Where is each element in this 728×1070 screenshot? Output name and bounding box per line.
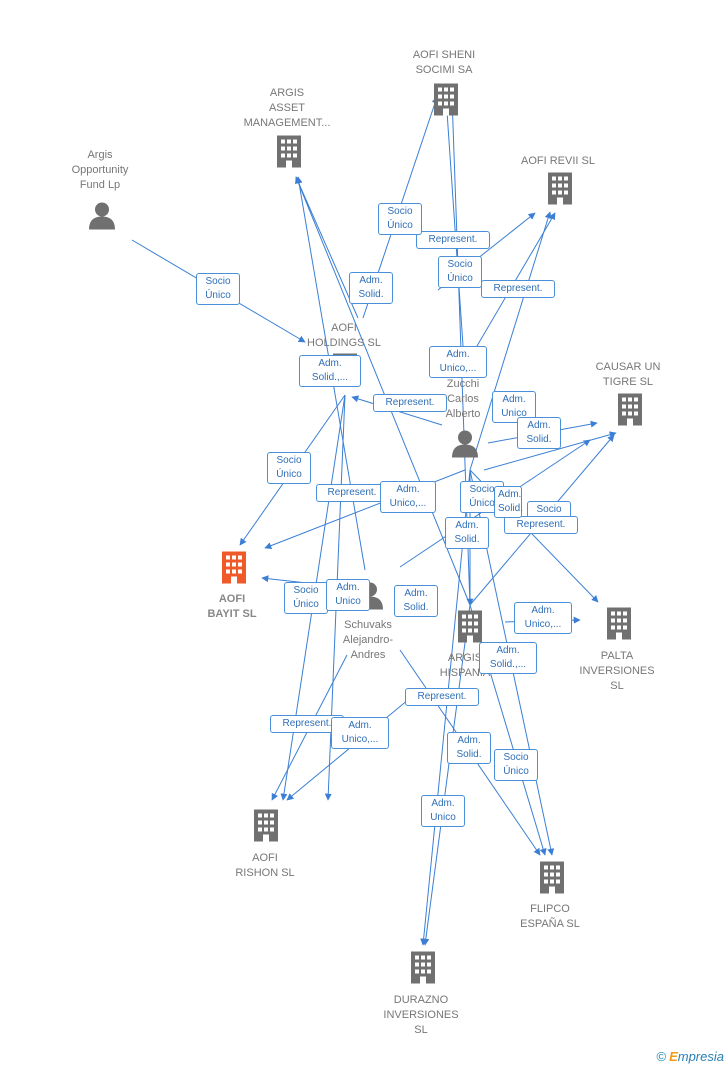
edge-label[interactable]: Adm. Solid. xyxy=(494,486,523,518)
edge-label[interactable]: Adm. Solid. xyxy=(447,732,491,764)
node-label-argis-fund[interactable]: Argis Opportunity Fund Lp xyxy=(71,149,129,191)
node-label-palta[interactable]: PALTA INVERSIONES SL xyxy=(579,650,655,692)
node-label-argis-asset[interactable]: ARGIS ASSET MANAGEMENT... xyxy=(243,87,331,129)
building-icon-durazno[interactable] xyxy=(407,950,439,991)
edge-label[interactable]: Adm. Unico,... xyxy=(514,602,572,634)
edge-label[interactable]: Represent. xyxy=(416,231,490,249)
edge-label[interactable]: Adm. Unico,... xyxy=(429,346,487,378)
node-label-aofi-revii[interactable]: AOFI REVII SL xyxy=(521,155,595,167)
edge-label[interactable]: Adm. Solid.,... xyxy=(479,642,537,674)
building-icon-palta[interactable] xyxy=(603,606,635,647)
node-label-durazno[interactable]: DURAZNO INVERSIONES SL xyxy=(383,994,459,1036)
edge-label[interactable]: Socio Único xyxy=(378,203,422,235)
edge-label[interactable]: Adm. Unico xyxy=(421,795,465,827)
edge-label[interactable]: Adm. Solid. xyxy=(349,272,393,304)
building-icon-aofi-bayit[interactable] xyxy=(218,550,250,591)
building-icon-argis-hispania[interactable] xyxy=(454,609,486,650)
edge-label[interactable]: Adm. Solid. xyxy=(445,517,489,549)
edge-label[interactable]: Adm. Unico,... xyxy=(331,717,389,749)
edge-label[interactable]: Socio Único xyxy=(494,749,538,781)
building-icon-causar[interactable] xyxy=(614,392,646,433)
building-icon-flipco[interactable] xyxy=(536,860,568,901)
node-label-aofi-holdings[interactable]: AOFI HOLDINGS SL xyxy=(307,322,381,349)
edge-line xyxy=(295,176,359,319)
edge-line xyxy=(420,469,471,946)
edge-label[interactable]: Adm. Unico,... xyxy=(380,481,436,513)
empresia-logo: ©Empresia xyxy=(656,1049,724,1064)
edge-label[interactable]: Represent. xyxy=(316,484,388,502)
edge-label[interactable]: Represent. xyxy=(504,516,578,534)
node-label-aofi-rishon[interactable]: AOFI RISHON SL xyxy=(235,852,295,879)
edge-line xyxy=(422,604,471,946)
edge-label[interactable]: Socio Único xyxy=(438,256,482,288)
node-label-aofi-bayit[interactable]: AOFI BAYIT SL xyxy=(207,593,257,620)
copyright-icon: © xyxy=(656,1049,667,1064)
edge-label[interactable]: Adm. Solid. xyxy=(517,417,561,449)
edge-label[interactable]: Socio Único xyxy=(267,452,311,484)
building-icon-aofi-sheni[interactable] xyxy=(430,82,462,123)
building-icon-argis-asset[interactable] xyxy=(273,134,305,175)
person-icon-argis-fund[interactable] xyxy=(86,200,118,237)
edge-label[interactable]: Socio Único xyxy=(284,582,328,614)
edge-line xyxy=(295,176,471,606)
edge-line xyxy=(469,211,552,471)
node-label-schuvaks[interactable]: Schuvaks Alejandro- Andres xyxy=(342,619,394,661)
edge-label[interactable]: Represent. xyxy=(481,280,555,298)
edge-line xyxy=(483,431,617,471)
edge-label[interactable]: Represent. xyxy=(405,688,479,706)
edge-label[interactable]: Socio Único xyxy=(196,273,240,305)
node-label-aofi-sheni[interactable]: AOFI SHENI SOCIMI SA xyxy=(412,49,476,76)
node-label-zucchi[interactable]: Zucchi Carlos Alberto xyxy=(445,378,481,420)
person-icon-zucchi[interactable] xyxy=(449,428,481,465)
node-label-causar[interactable]: CAUSAR UN TIGRE SL xyxy=(595,361,661,388)
building-icon-aofi-rishon[interactable] xyxy=(250,808,282,849)
edge-label[interactable]: Represent. xyxy=(373,394,447,412)
node-label-flipco[interactable]: FLIPCO ESPAÑA SL xyxy=(520,903,580,930)
node-label-argis-hispania[interactable]: ARGIS HISPANIA xyxy=(439,652,491,679)
edge-label[interactable]: Adm. Unico xyxy=(326,579,370,611)
edge-label[interactable]: Adm. Solid. xyxy=(394,585,438,617)
edge-label[interactable]: Adm. Solid.,... xyxy=(299,355,361,387)
building-icon-aofi-revii[interactable] xyxy=(544,171,576,212)
